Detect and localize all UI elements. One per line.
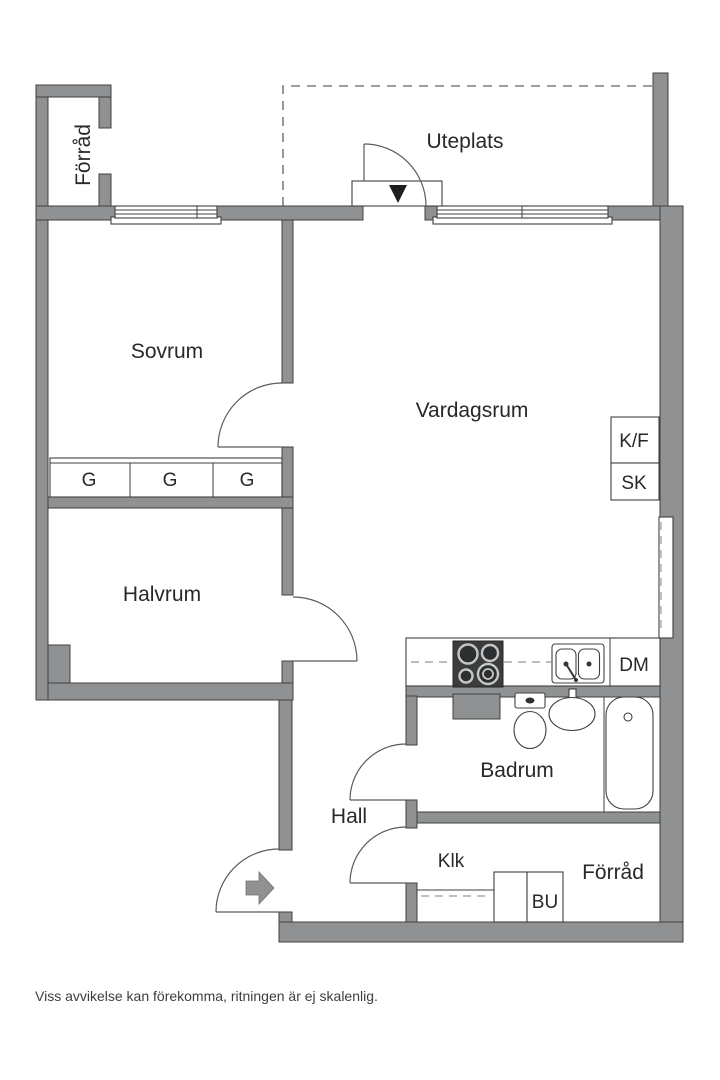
sink-faucet: [565, 663, 577, 681]
toilet: [513, 692, 547, 750]
bathroom-door: [349, 743, 407, 801]
label-wardrobe-1: G: [82, 470, 97, 491]
kitchen-sink: [551, 643, 605, 684]
kitchen-counter: [405, 637, 661, 688]
burner-inner-ring: [482, 668, 494, 680]
halfroom-door: [292, 596, 358, 662]
label-wardrobe-2: G: [163, 470, 178, 491]
patio-dashed-boundary: [282, 85, 653, 206]
burner-icon: [480, 643, 500, 663]
toilet-button: [525, 697, 535, 704]
bathtub-drain: [623, 712, 633, 722]
wall-bottom: [278, 921, 684, 943]
washbasin: [548, 688, 596, 732]
kitchen-wall-niche: [658, 516, 674, 639]
wall-top-b: [216, 205, 364, 221]
label-bathroom: Badrum: [480, 759, 554, 782]
wall-halvrum-notch: [47, 644, 71, 684]
bench-unit-box: [526, 871, 564, 923]
entry-door: [215, 848, 280, 913]
wall-top-a: [35, 205, 116, 221]
disclaimer-text: Viss avvikelse kan förekomma, ritningen …: [35, 988, 378, 1004]
label-living-room: Vardagsrum: [416, 399, 529, 422]
burner-icon: [458, 668, 474, 684]
wall-storage-top: [35, 84, 112, 98]
wall-bathroom-left-upper: [405, 695, 418, 746]
wall-storage-right-upper: [98, 96, 112, 129]
entry-door-swing-arc: [215, 848, 280, 913]
label-storage-top: Förråd: [72, 124, 95, 186]
wall-halvrum-right-lower: [281, 660, 294, 684]
wall-central-top: [281, 219, 294, 384]
bedroom-window: [110, 205, 222, 225]
label-tall-cabinet: SK: [621, 473, 647, 494]
bench-box: [493, 871, 528, 923]
label-bench-unit: BU: [532, 892, 558, 913]
closet-door: [349, 826, 407, 884]
bathtub: [605, 696, 654, 810]
wall-bathroom-left-post: [405, 799, 418, 829]
fridge-freezer-box: [610, 416, 660, 464]
label-fridge-freezer: K/F: [619, 431, 649, 452]
entrance-direction-triangle-icon: [389, 185, 407, 203]
bedroom-door-swing-arc: [217, 382, 283, 448]
niche-recess: [658, 516, 674, 639]
toilet-bowl: [513, 710, 547, 750]
burner-icon: [476, 662, 500, 686]
label-wardrobe-3: G: [240, 470, 255, 491]
bedroom-door: [217, 382, 283, 448]
label-dishwasher: DM: [619, 655, 649, 676]
label-storage-bottom: Förråd: [582, 861, 644, 884]
wardrobe-row: [49, 457, 283, 498]
patio-door: [351, 143, 443, 207]
wall-wardrobe-bottom: [47, 496, 294, 509]
patio-door-swing-arc: [363, 143, 427, 207]
entrance-arrow-icon: [245, 870, 275, 906]
wall-top-right-stub: [652, 72, 669, 207]
label-bedroom: Sovrum: [131, 340, 203, 363]
bathroom-door-swing-arc: [349, 743, 407, 801]
burner-icon: [457, 643, 479, 665]
room-labels: Förråd Uteplats Sovrum Vardagsrum K/F SK…: [72, 124, 649, 913]
bathroom-fixtures: [513, 688, 654, 812]
washbasin-bowl: [548, 696, 596, 732]
sink-drain: [586, 661, 592, 667]
sink-faucet-tip: [574, 678, 578, 682]
bathtub-outline: [605, 696, 654, 810]
label-patio: Uteplats: [426, 130, 503, 153]
tall-cabinet-box: [610, 462, 660, 501]
wall-hall-left-upper: [278, 699, 293, 851]
walls: [35, 72, 684, 943]
label-half-room: Halvrum: [123, 583, 201, 606]
wall-bathroom-bottom: [416, 811, 661, 824]
wall-left-outer: [35, 84, 49, 701]
stove: [452, 640, 504, 688]
wardrobe-outline: [49, 457, 283, 498]
livingroom-window: [432, 205, 613, 225]
closet-door-swing-arc: [349, 826, 407, 884]
closet-fittings: [417, 871, 564, 923]
wall-storage-right-lower: [98, 173, 112, 207]
label-walk-in-closet: Klk: [438, 851, 465, 872]
wall-closet-left-post: [405, 882, 418, 923]
wall-halvrum-bottom: [47, 682, 294, 701]
duct-shaft-block: [452, 693, 501, 720]
label-hall: Hall: [331, 805, 367, 828]
halfroom-door-swing-arc: [292, 596, 358, 662]
window-frame: [114, 205, 218, 219]
wall-halvrum-right-upper: [281, 507, 294, 596]
wall-hall-left-lower: [278, 911, 293, 923]
